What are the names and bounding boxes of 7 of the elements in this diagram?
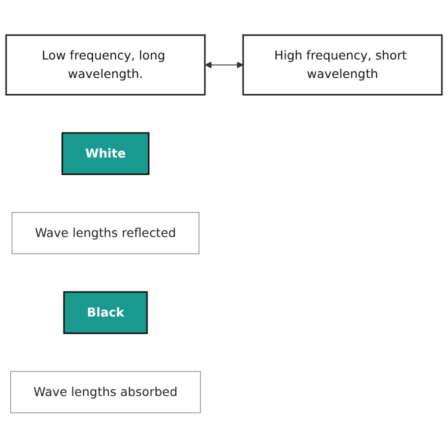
arrow [204,62,244,68]
node-box: White [62,132,150,176]
node-box: Wave lengths reflected [12,212,200,254]
node-box: Black [63,291,148,334]
node-box: High frequency, short wavelength [242,34,443,96]
node-box: Low frequency, long wavelength. [5,34,206,96]
node-box: Wave lengths absorbed [10,371,201,414]
